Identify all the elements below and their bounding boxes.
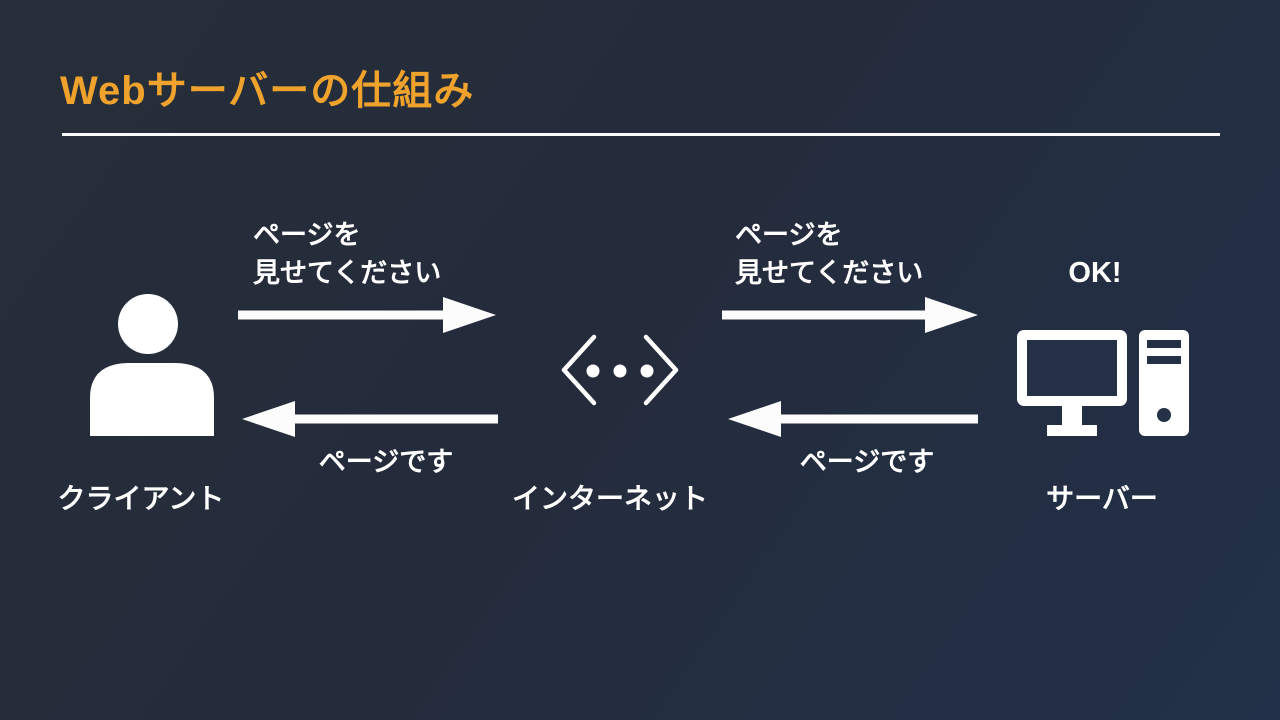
page-title: Webサーバーの仕組み (60, 69, 475, 113)
server-label: サーバー (1046, 483, 1158, 514)
person-icon (90, 292, 214, 436)
server-status-text: OK! (1068, 257, 1122, 289)
arrow-left-internet-to-client (240, 400, 498, 438)
arrow-right-client-to-internet (238, 296, 498, 334)
response-left-text: ページです (318, 447, 454, 477)
client-label: クライアント (57, 483, 225, 514)
request-right-text: ページを 見せてください (735, 216, 923, 292)
title-divider (62, 133, 1220, 136)
code-brackets-icon (560, 334, 680, 406)
response-right-text: ページです (799, 447, 935, 477)
request-right-line1: ページを (735, 220, 843, 250)
desktop-computer-icon (1014, 328, 1192, 438)
arrow-left-server-to-internet (726, 400, 978, 438)
request-right-line2: 見せてください (735, 258, 924, 288)
request-left-line1: ページを (253, 220, 361, 250)
internet-label: インターネット (511, 483, 708, 514)
request-left-line2: 見せてください (253, 258, 442, 288)
arrow-right-internet-to-server (722, 296, 980, 334)
request-left-text: ページを 見せてください (253, 216, 441, 292)
